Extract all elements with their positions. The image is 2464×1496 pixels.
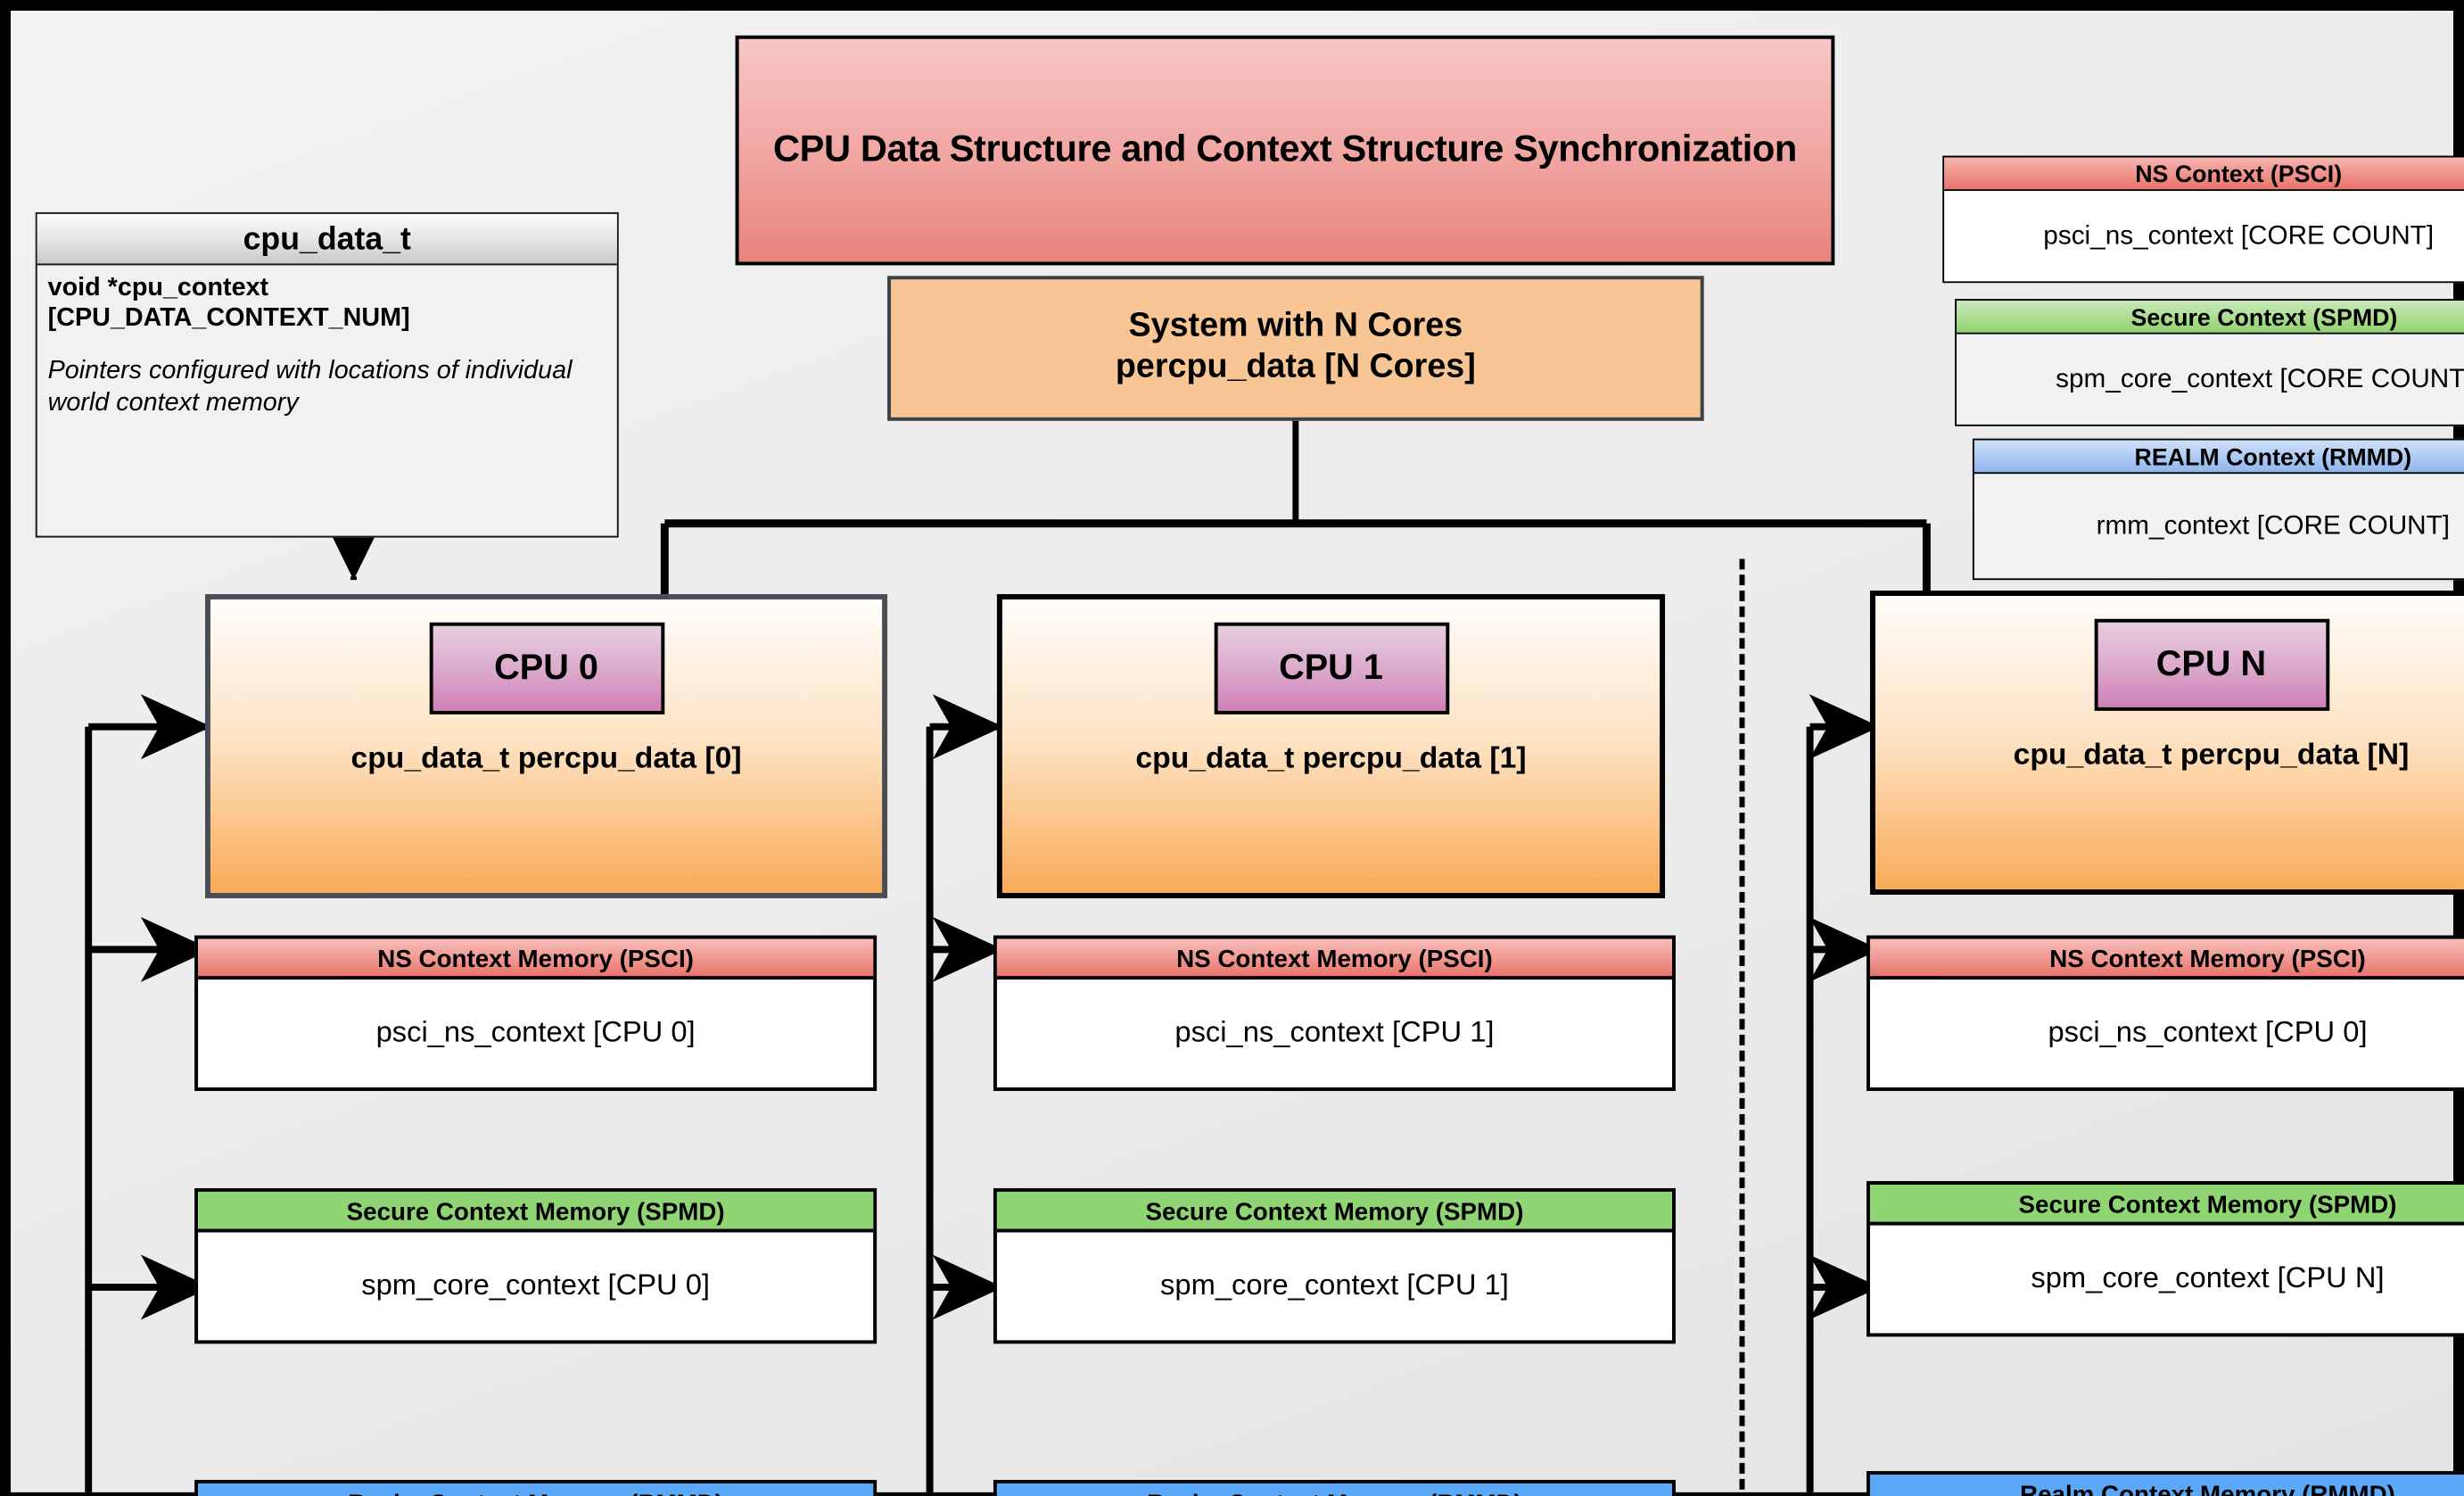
cpu-data-t-struct: cpu_data_t void *cpu_context [CPU_DATA_C…: [35, 211, 619, 538]
context-card-cpun-realm: Realm Context Memory (RMMD) rmm_context …: [1867, 1471, 2464, 1496]
bus-cpun: [1806, 694, 1881, 1492]
context-card-cpu0-realm: Realm Context Memory (RMMD) rmm_context …: [194, 1479, 878, 1496]
cpu-caption-n: cpu_data_t percpu_data [N]: [2013, 737, 2410, 772]
bus-cpu1: [926, 694, 1004, 1492]
context-card-cpu1-realm-header: Realm Context Memory (RMMD): [996, 1483, 1672, 1496]
context-card-cpu0-secure-header: Secure Context Memory (SPMD): [198, 1191, 874, 1233]
page-title: CPU Data Structure and Context Structure…: [735, 35, 1835, 266]
context-card-cpu0-secure: Secure Context Memory (SPMD) spm_core_co…: [194, 1187, 878, 1344]
legend-card-secure: Secure Context (SPMD) spm_core_context […: [1955, 299, 2464, 426]
diagram-stage: CPU 0 card -->: [11, 11, 2464, 1496]
struct-name: cpu_data_t: [37, 213, 617, 266]
system-node-text: System with N Cores percpu_data [N Cores…: [1116, 308, 1476, 388]
struct-note: Pointers configured with locations of in…: [47, 357, 573, 417]
cpu-card-n: CPU N cpu_data_t percpu_data [N]: [1869, 591, 2464, 895]
legend-card-ns-value: psci_ns_context [CORE COUNT]: [1944, 191, 2464, 282]
context-card-cpu0-realm-header: Realm Context Memory (RMMD): [198, 1483, 874, 1496]
context-card-cpu0-ns-header: NS Context Memory (PSCI): [198, 938, 874, 980]
context-card-cpun-secure-header: Secure Context Memory (SPMD): [1869, 1184, 2464, 1226]
system-node-line1: System with N Cores: [1128, 308, 1463, 345]
context-card-cpu1-ns: NS Context Memory (PSCI) psci_ns_context…: [993, 935, 1676, 1091]
context-card-cpun-ns-value: psci_ns_context [CPU 0]: [2048, 1016, 2368, 1049]
cpu-card-1: CPU 1 cpu_data_t percpu_data [1]: [996, 594, 1666, 898]
struct-body: void *cpu_context [CPU_DATA_CONTEXT_NUM]…: [37, 265, 617, 535]
context-card-cpu1-realm: Realm Context Memory (RMMD) rmm_context …: [993, 1479, 1676, 1496]
context-card-cpu1-secure-value: spm_core_context [CPU 1]: [1160, 1269, 1509, 1302]
legend-card-ns: NS Context (PSCI) psci_ns_context [CORE …: [1942, 155, 2464, 284]
context-card-cpun-secure: Secure Context Memory (SPMD) spm_core_co…: [1867, 1181, 2464, 1337]
context-card-cpu1-ns-header: NS Context Memory (PSCI): [996, 938, 1672, 980]
cpu-chip-1: CPU 1: [1213, 622, 1449, 715]
cpu-chip-0: CPU 0: [428, 622, 664, 715]
page-title-text: CPU Data Structure and Context Structure…: [772, 129, 1797, 170]
cpu-caption-0: cpu_data_t percpu_data [0]: [350, 740, 742, 775]
legend-card-realm: REALM Context (RMMD) rmm_context [CORE C…: [1972, 438, 2464, 581]
context-card-cpu0-ns: NS Context Memory (PSCI) psci_ns_context…: [194, 935, 878, 1091]
context-card-cpu1-ns-value: psci_ns_context [CPU 1]: [1174, 1016, 1495, 1049]
system-node: System with N Cores percpu_data [N Cores…: [887, 276, 1704, 421]
context-card-cpu0-ns-value: psci_ns_context [CPU 0]: [375, 1016, 696, 1049]
context-card-cpu1-secure: Secure Context Memory (SPMD) spm_core_co…: [993, 1187, 1676, 1344]
column-separator: [1739, 558, 1745, 1496]
link-system-tree: [660, 418, 1931, 595]
struct-field: void *cpu_context [CPU_DATA_CONTEXT_NUM]: [47, 274, 410, 333]
legend-card-realm-value: rmm_context [CORE COUNT]: [1974, 474, 2464, 579]
context-card-cpun-ns: NS Context Memory (PSCI) psci_ns_context…: [1867, 935, 2464, 1091]
bus-cpu0: [85, 694, 212, 1492]
context-card-cpun-ns-header: NS Context Memory (PSCI): [1869, 938, 2464, 980]
context-card-cpu0-secure-value: spm_core_context [CPU 0]: [361, 1269, 711, 1302]
cpu-caption-1: cpu_data_t percpu_data [1]: [1135, 740, 1527, 775]
cpu-chip-n: CPU N: [2093, 618, 2329, 711]
context-card-cpun-realm-header: Realm Context Memory (RMMD): [1869, 1475, 2464, 1496]
system-node-line2: percpu_data [N Cores]: [1115, 348, 1476, 386]
cpu-card-0: CPU 0 cpu_data_t percpu_data [0]: [205, 594, 888, 898]
context-card-cpun-secure-value: spm_core_context [CPU N]: [2031, 1262, 2385, 1294]
legend-card-secure-value: spm_core_context [CORE COUNT]: [1957, 334, 2464, 425]
legend-card-realm-header: REALM Context (RMMD): [1974, 440, 2464, 475]
context-card-cpu1-secure-header: Secure Context Memory (SPMD): [996, 1191, 1672, 1233]
legend-card-ns-header: NS Context (PSCI): [1944, 157, 2464, 192]
legend-card-secure-header: Secure Context (SPMD): [1957, 301, 2464, 335]
